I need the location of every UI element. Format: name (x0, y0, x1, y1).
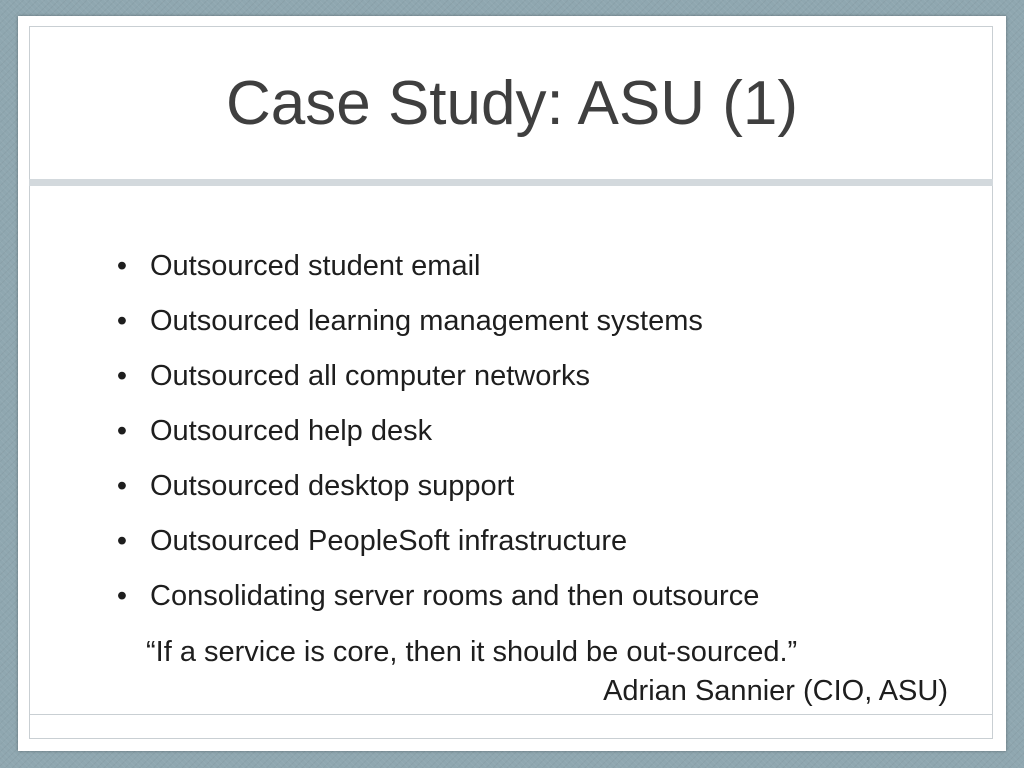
bullet-item: • Outsourced all computer networks (110, 354, 759, 409)
bullet-icon: • (116, 470, 128, 502)
bullet-list: • Outsourced student email • Outsourced le… (110, 244, 759, 629)
bullet-item: • Consolidating server rooms and then out… (110, 574, 759, 629)
quote-text: “If a service is core, then it should be… (146, 636, 798, 668)
bullet-item: • Outsourced student email (110, 244, 759, 299)
bullet-icon: • (116, 305, 128, 337)
slide-title: Case Study: ASU (1) (225, 69, 799, 138)
slide: Case Study: ASU (1) • Outsourced student … (18, 16, 1006, 751)
quote-attribution: Adrian Sannier (CIO, ASU) (603, 675, 948, 707)
bullet-text: Outsourced student email (150, 250, 481, 282)
bullet-icon: • (116, 415, 128, 447)
bullet-text: Outsourced desktop support (150, 470, 515, 502)
bullet-icon: • (116, 580, 128, 612)
bullet-text: Outsourced all computer networks (150, 360, 591, 392)
bullet-text: Outsourced PeopleSoft infrastructure (150, 525, 628, 557)
bullet-text: Consolidating server rooms and then outs… (150, 580, 760, 612)
bullet-icon: • (116, 250, 128, 282)
title-divider (29, 179, 993, 186)
bullet-text: Outsourced learning management systems (150, 305, 703, 337)
bullet-item: • Outsourced desktop support (110, 464, 759, 519)
bullet-item: • Outsourced help desk (110, 409, 759, 464)
bullet-item: • Outsourced learning management systems (110, 299, 759, 354)
bullet-icon: • (116, 525, 128, 557)
bullet-item: • Outsourced PeopleSoft infrastructure (110, 519, 759, 574)
bullet-text: Outsourced help desk (150, 415, 433, 447)
footer-divider (29, 714, 993, 715)
bullet-icon: • (116, 360, 128, 392)
slide-frame (29, 26, 993, 739)
